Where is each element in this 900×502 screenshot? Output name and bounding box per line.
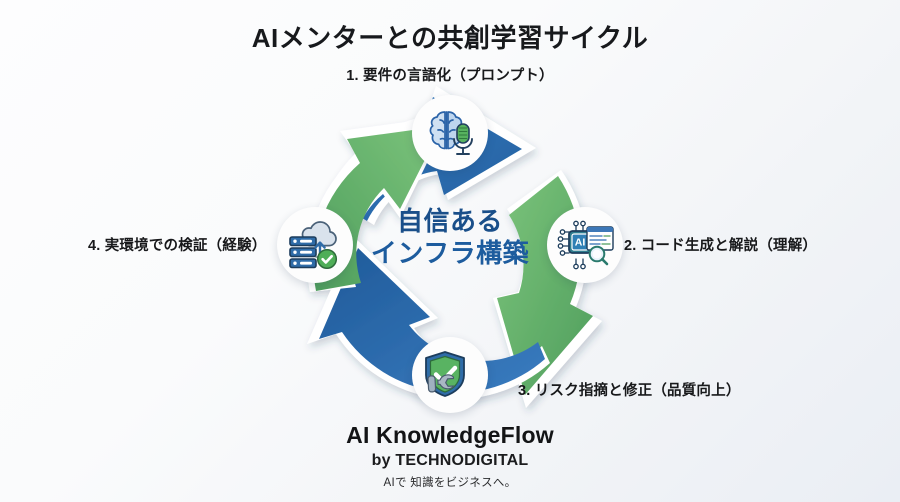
step-3-label: 3. リスク指摘と修正（品質向上）: [518, 383, 741, 399]
center-message-line1: 自信ある: [396, 206, 503, 236]
arrow-segment-3: [307, 237, 550, 400]
center-message: 自信ある インフラ構築: [340, 205, 560, 269]
ai-chip-code-magnifier-icon: AI: [556, 218, 614, 272]
brain-microphone-icon: [422, 106, 478, 160]
step-1-icon-bubble[interactable]: [412, 95, 488, 171]
server-cloud-upload-check-icon: [287, 219, 343, 271]
svg-text:AI: AI: [575, 237, 586, 249]
center-message-line2: インフラ構築: [370, 238, 530, 269]
step-4-icon-bubble[interactable]: [277, 207, 353, 283]
tagline: AIで 知識をビジネスへ。: [383, 477, 517, 489]
brand-name: AI KnowledgeFlow: [346, 422, 554, 448]
step-2-label: 2. コード生成と解説（理解）: [624, 238, 818, 254]
step-4-label: 4. 実環境での検証（経験）: [88, 238, 267, 254]
step-2-icon-bubble[interactable]: AI: [547, 207, 623, 283]
footer: AI KnowledgeFlow by TECHNODIGITAL AIで 知識…: [0, 422, 900, 490]
page-title: AIメンターとの共創学習サイクル: [251, 23, 649, 53]
company-by-line: by TECHNODIGITAL: [371, 452, 529, 469]
step-3-icon-bubble[interactable]: [412, 337, 488, 413]
shield-check-wrench-icon: [423, 349, 477, 401]
step-1-label: 1. 要件の言語化（プロンプト）: [346, 68, 554, 84]
